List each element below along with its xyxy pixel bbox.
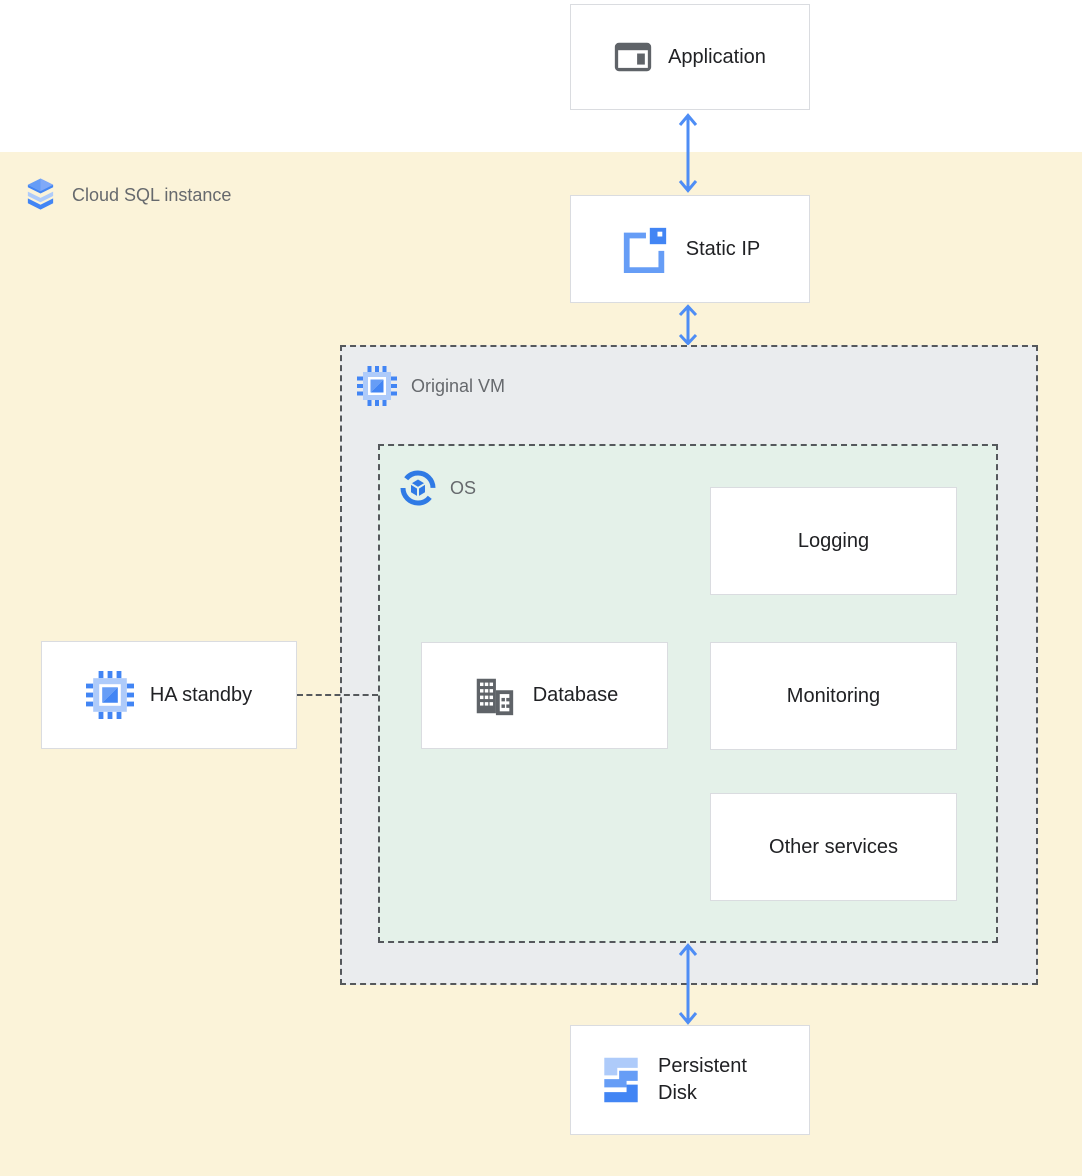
persistent-disk-label: Persistent Disk: [658, 1055, 747, 1104]
cloud-sql-instance-label: Cloud SQL instance: [72, 184, 232, 205]
logging-label: Logging: [797, 529, 870, 552]
building-icon: [476, 678, 513, 715]
other-services-label: Other services: [769, 835, 898, 858]
logging-node: Logging: [710, 487, 957, 595]
database-node: Database: [421, 642, 668, 749]
os-label-group: OS: [400, 470, 476, 506]
cloud-sql-icon: [27, 178, 54, 210]
cloud-sql-instance-label-group: Cloud SQL instance: [23, 177, 231, 213]
original-vm-label-group: Original VM: [357, 366, 505, 406]
static-ip-label: Static IP: [685, 237, 761, 260]
monitoring-label: Monitoring: [786, 684, 881, 707]
monitoring-node: Monitoring: [710, 642, 957, 750]
ha-standby-label: HA standby: [149, 683, 253, 706]
application-window-icon: [614, 42, 652, 72]
arrow-static-ip-vm: [678, 304, 698, 346]
other-services-node: Other services: [710, 793, 957, 901]
compute-engine-icon: [85, 671, 134, 719]
arrow-os-persistent-disk: [678, 943, 698, 1025]
persistent-disk-node: Persistent Disk: [570, 1025, 810, 1135]
database-label: Database: [532, 684, 619, 706]
os-icon: [400, 470, 436, 506]
application-label: Application: [668, 45, 766, 68]
persistent-disk-icon: [604, 1057, 638, 1103]
original-vm-label: Original VM: [411, 375, 506, 396]
ha-standby-node: HA standby: [41, 641, 297, 749]
static-ip-node: Static IP: [570, 195, 810, 303]
application-node: Application: [570, 4, 810, 110]
external-ip-icon: [623, 227, 666, 274]
compute-engine-icon: [357, 366, 397, 406]
dashed-link-ha-standby: [297, 694, 378, 696]
os-label: OS: [450, 477, 477, 498]
arrow-application-static-ip: [678, 113, 698, 193]
